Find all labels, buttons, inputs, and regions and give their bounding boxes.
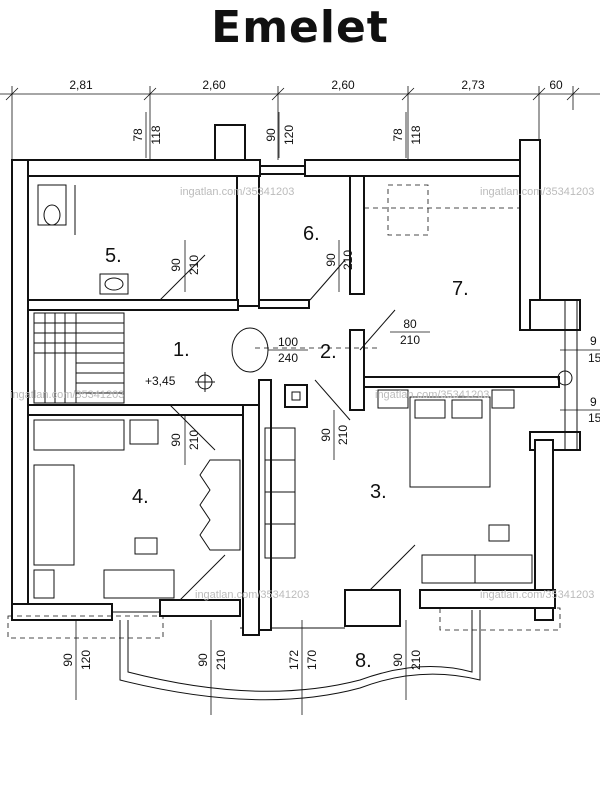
b3-bot: 170 (305, 650, 319, 670)
d4-bot: 210 (187, 430, 201, 450)
r1-top: 9 (590, 334, 597, 348)
watermark-4: ingatlan.com/35341203 (375, 389, 489, 401)
r2-bot: 15 (588, 411, 600, 425)
side-railing (557, 299, 578, 451)
opening-annotations: 78 118 90 120 78 118 90 210 90 210 100 2… (61, 112, 600, 715)
dim-label-2: 2,60 (202, 78, 226, 92)
watermark-3: ingatlan.com/35341203 (10, 389, 124, 401)
b4-bot: 210 (409, 650, 423, 670)
dim-label-4: 2,73 (461, 78, 485, 92)
room-8-label: 8. (355, 650, 372, 672)
staircase (33, 312, 125, 404)
room-3-furniture (264, 389, 533, 584)
room-7-label: 7. (452, 278, 469, 300)
level-marker: +3,45 (145, 372, 215, 392)
d7-top: 80 (403, 317, 417, 331)
d3-top: 90 (319, 428, 333, 442)
plan-title: Emelet (211, 2, 389, 53)
dim-label-5: 60 (549, 78, 563, 92)
w7-top: 78 (391, 128, 405, 142)
r1-bot: 15 (588, 351, 600, 365)
room-6-label: 6. (303, 223, 320, 245)
level-label: +3,45 (145, 374, 176, 388)
d7-bot: 210 (400, 333, 420, 347)
room-1-label: 1. (173, 339, 190, 361)
watermark-1: ingatlan.com/35341203 (180, 186, 294, 198)
d1-bot: 240 (278, 351, 298, 365)
b3-top: 172 (287, 650, 301, 670)
b1-bot: 120 (79, 650, 93, 670)
watermark-2: ingatlan.com/35341203 (480, 186, 594, 198)
d4-top: 90 (169, 433, 183, 447)
b2-top: 90 (196, 653, 210, 667)
d6-bot: 210 (341, 250, 355, 270)
bathroom-fixtures (37, 184, 129, 295)
w5-top: 78 (131, 128, 145, 142)
b1-top: 90 (61, 653, 75, 667)
w5-bot: 118 (149, 125, 163, 144)
w7-bot: 118 (409, 125, 423, 144)
exterior-walls (11, 124, 581, 629)
r2-top: 9 (590, 395, 597, 409)
top-dimension-line: 2,81 2,60 2,60 2,73 60 (0, 78, 600, 160)
watermarks: ingatlan.com/35341203 ingatlan.com/35341… (10, 186, 594, 601)
room-5-label: 5. (105, 245, 122, 267)
d6-top: 90 (324, 253, 338, 267)
room-2-label: 2. (320, 341, 337, 363)
b4-top: 90 (391, 653, 405, 667)
d5-bot: 210 (187, 255, 201, 275)
d1-top: 100 (278, 335, 298, 349)
b2-bot: 210 (214, 650, 228, 670)
balcony (7, 607, 561, 701)
watermark-6: ingatlan.com/35341203 (480, 589, 594, 601)
room-7-details (255, 184, 520, 349)
watermark-5: ingatlan.com/35341203 (195, 589, 309, 601)
d3-bot: 210 (336, 425, 350, 445)
room-4-furniture (33, 419, 241, 599)
dim-label-1: 2,81 (69, 78, 93, 92)
w6-bot: 120 (282, 125, 296, 145)
d5-top: 90 (169, 258, 183, 272)
w6-top: 90 (264, 128, 278, 142)
room-3-label: 3. (370, 481, 387, 503)
dim-label-3: 2,60 (331, 78, 355, 92)
room-4-label: 4. (132, 486, 149, 508)
room-labels: 1. 2. 3. 4. 5. 6. 7. 8. (105, 223, 469, 672)
